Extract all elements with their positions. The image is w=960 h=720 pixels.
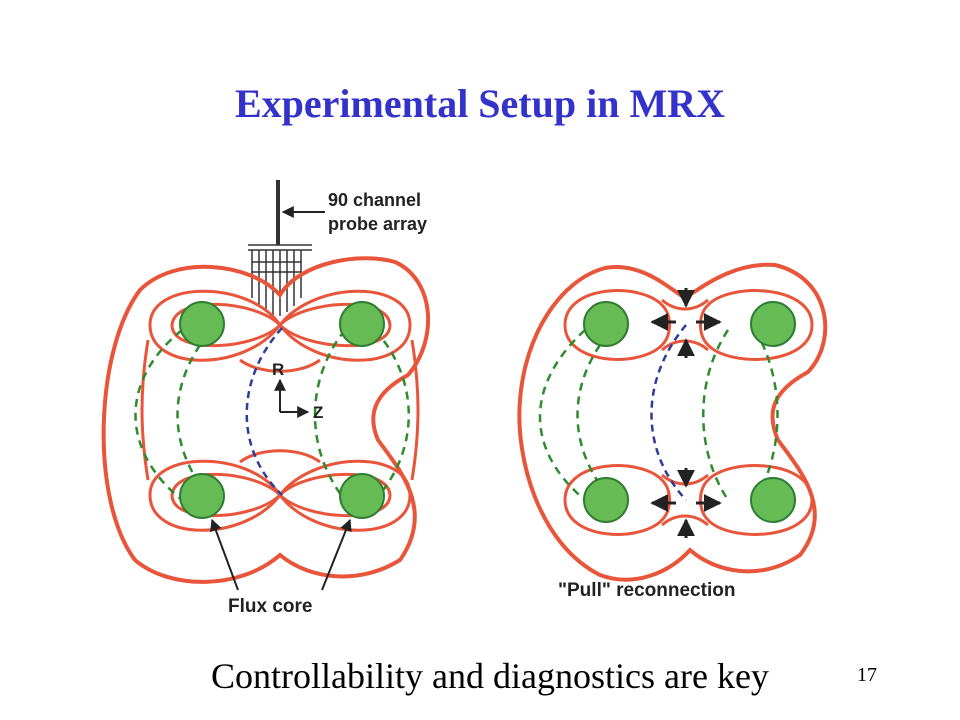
probe-label-line2: probe array (328, 214, 427, 234)
right-panel: "Pull" reconnection (517, 262, 828, 601)
flux-core-arrow-left (210, 518, 239, 591)
flux-core-top-right-right-panel (750, 301, 796, 347)
axis-indicator: R Z (272, 360, 323, 422)
axis-z-label: Z (313, 403, 323, 422)
page-number: 17 (857, 664, 877, 686)
flux-core-bottom-left (179, 473, 225, 519)
flux-core-top-left-right-panel (583, 301, 629, 347)
slide-caption: Controllability and diagnostics are key (211, 656, 769, 696)
flux-core-bottom-left-right-panel (583, 477, 629, 523)
flux-core-label: Flux core (228, 596, 312, 617)
pull-arrows-top (650, 288, 722, 358)
outer-flux-boundary-right (517, 262, 828, 582)
pull-arrows-bottom (650, 468, 722, 538)
left-panel: 90 channel probe array (101, 180, 431, 617)
slide-title: Experimental Setup in MRX (235, 81, 725, 126)
flux-core-bottom-right-right-panel (750, 477, 796, 523)
flux-core-arrow-right (321, 518, 352, 591)
field-lines-green-right (538, 329, 779, 501)
flux-core-top-left (179, 301, 225, 347)
outer-flux-boundary-left (101, 256, 431, 584)
pull-reconnection-label: "Pull" reconnection (558, 580, 735, 601)
axis-r-label: R (272, 360, 284, 379)
field-line-blue-left (245, 327, 283, 496)
flux-core-top-right (339, 301, 385, 347)
field-lines-green-left (134, 329, 410, 501)
flux-core-bottom-right (339, 473, 385, 519)
field-line-blue-right (650, 324, 687, 501)
probe-label-line1: 90 channel (328, 190, 421, 210)
